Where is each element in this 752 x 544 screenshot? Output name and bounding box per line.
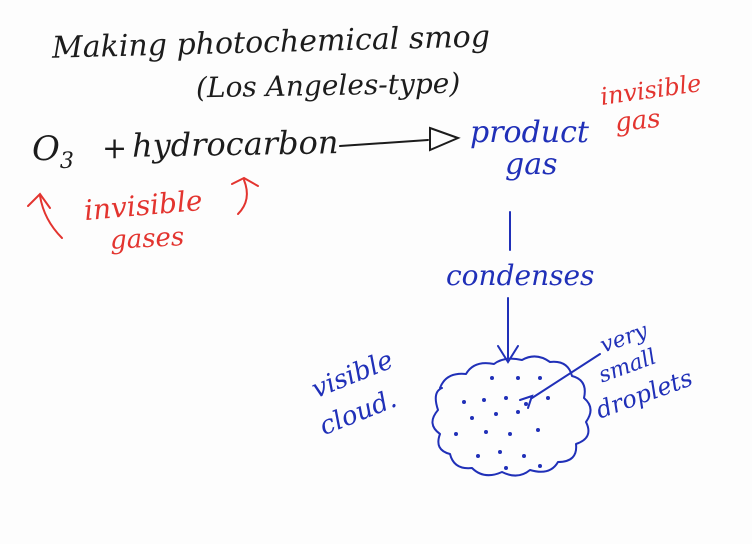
droplet <box>522 454 526 458</box>
product-label-line-1: product <box>470 115 589 150</box>
droplet <box>498 450 502 454</box>
condenses-label: condenses <box>446 259 595 292</box>
droplet <box>462 400 466 404</box>
red-arrow-right <box>231 176 259 215</box>
red-arrow-left <box>27 192 63 239</box>
droplet <box>508 432 512 436</box>
droplet <box>484 430 488 434</box>
reaction-arrow <box>339 126 461 152</box>
droplet-pointer-arrow <box>519 353 601 409</box>
product-label-line-2: gas <box>505 147 558 182</box>
droplet <box>504 396 508 400</box>
droplet <box>454 432 458 436</box>
droplet <box>536 428 540 432</box>
droplet <box>516 376 520 380</box>
droplet <box>538 376 542 380</box>
droplet <box>476 454 480 458</box>
droplets <box>454 376 550 470</box>
droplet <box>524 402 528 406</box>
droplet <box>546 396 550 400</box>
droplet <box>482 398 486 402</box>
droplet <box>516 410 520 414</box>
ozone-label: O3 <box>32 132 74 173</box>
droplet <box>538 464 542 468</box>
droplet <box>494 412 498 416</box>
condenses-down-arrow <box>497 297 519 364</box>
ozone-subscript: 3 <box>59 148 74 174</box>
droplet <box>504 466 508 470</box>
droplet <box>490 376 494 380</box>
ozone-symbol: O <box>32 129 60 169</box>
cloud-outline <box>431 355 592 477</box>
plus-sign: + <box>102 131 128 166</box>
droplet <box>470 416 474 420</box>
